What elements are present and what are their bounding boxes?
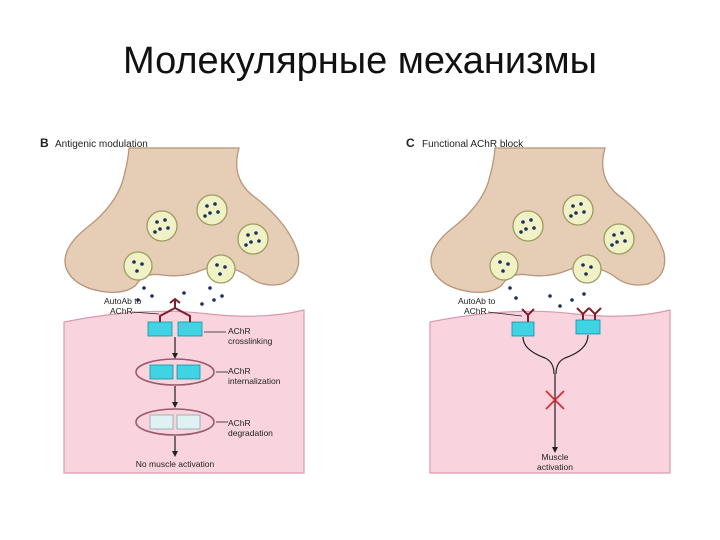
vesicle-fusing (489, 251, 519, 281)
muscle-fiber (429, 309, 671, 474)
autoab-label-line1: AutoAb to (458, 296, 496, 306)
nerve-terminal (64, 147, 300, 293)
slide-title: Молекулярные механизмы (123, 40, 597, 82)
panel-b: B Antigenic modulation AutoAb to AChR (34, 128, 334, 483)
signal-line (555, 334, 589, 375)
panel-c-letter: C (406, 136, 415, 150)
degradation-label-line2: degradation (228, 428, 273, 438)
acetylcholine-molecules (508, 286, 586, 308)
achr-receptor (575, 319, 601, 335)
block-x-icon (545, 390, 565, 410)
panel-c: C Functional AChR block AutoAb to (400, 128, 700, 483)
internalization-label-line1: AChR (228, 366, 251, 376)
internalization-label-line2: internalization (228, 376, 281, 386)
leader-line (131, 311, 160, 315)
panel-b-letter: B (40, 136, 49, 150)
leader-line (487, 311, 523, 317)
vesicle (237, 223, 269, 255)
achr-receptor (511, 321, 535, 337)
crosslinking-label-line2: crosslinking (228, 336, 273, 346)
autoab-label-line2: AChR (110, 306, 133, 316)
vesicle-fusing (572, 254, 602, 284)
internalization-vesicle (135, 358, 215, 386)
panel-b-title: Antigenic modulation (55, 139, 148, 150)
vesicle (146, 210, 178, 242)
autoantibody (159, 297, 191, 322)
signal-line (522, 336, 555, 375)
vesicle-fusing (123, 251, 153, 281)
vesicle (196, 194, 228, 226)
vesicle (603, 223, 635, 255)
panel-c-title: Functional AChR block (422, 139, 524, 150)
nerve-terminal (430, 147, 666, 293)
outcome-label-line2: activation (537, 462, 573, 472)
vesicle (562, 194, 594, 226)
vesicle-fusing (206, 254, 236, 284)
outcome-label: No muscle activation (136, 459, 215, 469)
autoantibody (521, 308, 535, 322)
autoantibody (576, 307, 602, 320)
degradation-label-line1: AChR (228, 418, 251, 428)
vesicle (512, 210, 544, 242)
autoab-label-line1: AutoAb to (104, 296, 142, 306)
outcome-label-line1: Muscle (542, 452, 569, 462)
muscle-fiber (63, 309, 305, 474)
acetylcholine-molecules (136, 286, 224, 306)
crosslinking-label-line1: AChR (228, 326, 251, 336)
autoab-label-line2: AChR (464, 306, 487, 316)
degradation-vesicle (135, 408, 215, 436)
